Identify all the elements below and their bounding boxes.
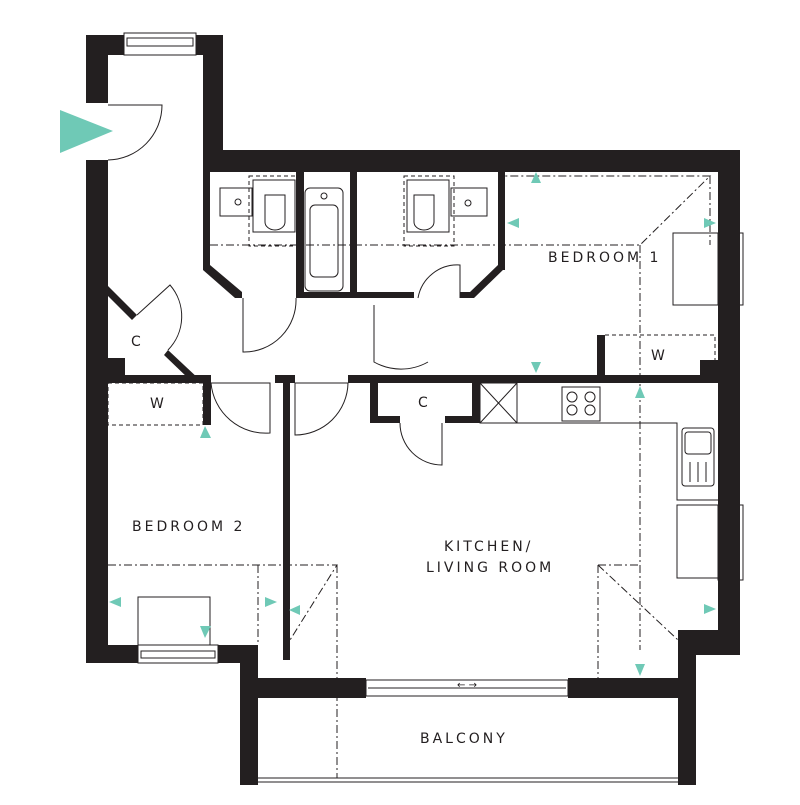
windows: ← → (123, 32, 744, 783)
wall-ensuite-right (498, 172, 505, 270)
basin-icon (219, 187, 253, 217)
door-cupboard-hall[interactable] (136, 284, 183, 351)
wardrobe-bed2 (107, 382, 204, 426)
room-label-bedroom-1: BEDROOM 1 (548, 250, 662, 266)
wall-wardrobe-bed1 (597, 335, 605, 380)
wall-cupboard-hall-top (107, 285, 137, 320)
window-hall (123, 32, 197, 56)
wall-bed2-bottom-left (86, 645, 138, 663)
wall-bed2-kitchen (283, 375, 290, 660)
wall-cupboard-bottom-right (445, 416, 480, 423)
measurement-marker-icon (704, 218, 716, 228)
doors[interactable] (107, 104, 461, 466)
measurement-marker-icon (200, 426, 211, 438)
measurement-marker-icon (635, 386, 645, 398)
dimension-lines (108, 175, 712, 778)
wall-cupboard-hall-bottom (164, 350, 200, 380)
desk-bed2 (137, 596, 211, 646)
wall-bath-chamfer (203, 170, 242, 298)
wall-cupboard-hall-pier (107, 358, 125, 378)
wall-bath-bottom (296, 292, 414, 298)
measurement-marker-icon (635, 664, 645, 676)
wall-ensuite-chamfer (460, 265, 505, 298)
wall-kitchen-top (348, 375, 718, 383)
bath-icon (304, 187, 344, 292)
sink-icon (681, 427, 715, 487)
wall-bath-left (296, 172, 304, 294)
room-label-wardrobe-bed1: W (651, 348, 668, 364)
wall-left (86, 160, 108, 660)
room-label-living-room: LIVING ROOM (426, 560, 555, 576)
wc-icon (248, 175, 300, 247)
wall-cupboard-side (370, 375, 378, 423)
measurement-marker-icon (200, 626, 211, 638)
basin-icon (450, 187, 488, 217)
wall-living-bottom-right (568, 678, 680, 698)
measurement-marker-icon (531, 172, 541, 183)
measurement-marker-icon (265, 597, 277, 607)
measurement-marker-icon (109, 597, 121, 607)
wall-wardrobe-corner (700, 360, 720, 380)
door-cupboard-kitchen[interactable] (399, 422, 443, 466)
wall-cupboard-right (472, 375, 480, 423)
door-ensuite[interactable] (417, 264, 461, 299)
door-kitchen[interactable] (294, 382, 349, 436)
wall-balcony-right (678, 630, 696, 785)
room-label-kitchen: KITCHEN/ (444, 539, 534, 555)
room-label-bedroom-2: BEDROOM 2 (132, 519, 246, 535)
desk-bed1 (672, 232, 719, 306)
wall-hall-left-upper (86, 35, 108, 103)
wall-right (718, 150, 740, 635)
measurement-marker-icon (289, 605, 300, 615)
wall-bed2-top (107, 375, 205, 383)
measurement-markers (60, 110, 716, 676)
entrance-arrow-icon (60, 110, 113, 153)
wall-bath-right (350, 172, 357, 294)
walls (86, 35, 740, 785)
door-bathroom[interactable] (242, 297, 297, 353)
door-bedroom2[interactable] (210, 382, 271, 434)
room-label-cupboard-hall: C (131, 334, 144, 350)
wall-top (203, 150, 740, 172)
wardrobe-bed1 (605, 334, 716, 375)
wall-hall-right (203, 35, 223, 170)
wall-living-bottom-left (258, 678, 366, 698)
window-bed2 (137, 644, 219, 664)
wall-cupboard-bottom (370, 416, 400, 423)
sliding-door-balcony[interactable]: ← → (365, 679, 569, 697)
measurement-marker-icon (704, 604, 716, 614)
hob-icon (561, 386, 601, 422)
svg-text:← →: ← → (457, 680, 477, 691)
wall-bed2-wardrobe-side (203, 375, 211, 425)
room-label-balcony: BALCONY (420, 731, 508, 747)
wall-balcony-left (240, 645, 258, 785)
door-bedroom1[interactable] (373, 305, 429, 370)
measurement-marker-icon (507, 218, 519, 228)
fixtures (107, 175, 719, 646)
fridge-icon (479, 382, 518, 424)
wc-icon (403, 175, 455, 247)
room-label-wardrobe-bed2: W (150, 396, 167, 412)
room-label-cupboard-kitchen: C (418, 395, 431, 411)
door-entrance[interactable] (107, 104, 163, 161)
measurement-marker-icon (531, 362, 541, 373)
